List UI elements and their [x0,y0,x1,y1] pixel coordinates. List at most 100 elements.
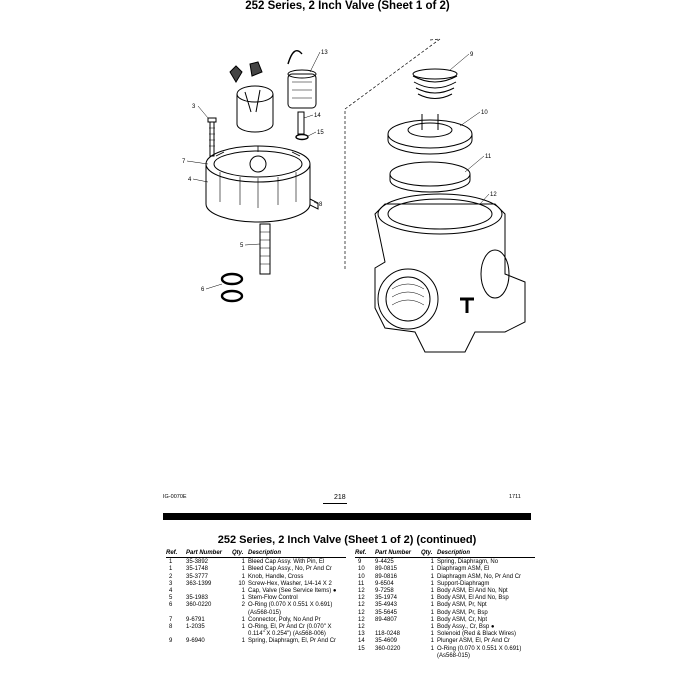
header-qty: Qty. [232,550,244,556]
row-description: Body ASM, El And No, Npt [437,588,508,595]
row-ref: 4 [169,588,173,595]
row-description: Cap, Valve (See Service Items) ● [248,588,337,595]
parts-list-title: 252 Series, 2 Inch Valve (Sheet 1 of 2) … [217,534,477,546]
row-description: Body ASM, Pr, Npt [437,602,487,609]
document-date: 1711 [509,494,521,500]
row-qty: 1 [241,566,245,573]
row-description: Diaphragm ASM, No, Pr And Cr [437,573,522,580]
row-qty: 1 [430,624,434,631]
row-ref: 7 [169,616,173,623]
row-ref: 2 [169,573,173,580]
row-description: Knob, Handle, Cross [248,573,304,580]
row-qty: 1 [430,616,434,623]
header-qty: Qty. [421,550,433,556]
callout-6: 6 [201,287,205,293]
row-qty: 1 [430,645,434,652]
callout-8: 8 [319,202,323,208]
row-part-number: 35-4609 [375,638,398,645]
row-ref: 9 [358,559,362,566]
row-part-number: 9-6940 [186,638,205,645]
row-part-number: 363-1399 [186,580,212,587]
row-part-number: 35-3777 [186,573,209,580]
row-ref: 12 [358,609,365,616]
row-qty: 1 [241,616,245,623]
row-description: Bleed Cap Assy. With Pin, El [248,559,325,566]
row-qty: 1 [430,588,434,595]
row-qty: 1 [241,588,245,595]
row-part-number: 35-3892 [186,559,209,566]
row-ref: 12 [358,588,365,595]
row-part-number: 89-0816 [375,573,398,580]
row-description: Body ASM, Cr, Npt [437,616,488,623]
callout-10: 10 [481,110,488,116]
page-number: 218 [334,494,346,501]
row-part-number: 9-6504 [375,580,394,587]
row-part-number: 360-0220 [186,602,212,609]
row-ref: 12 [358,595,365,602]
row-ref: 3 [169,580,173,587]
row-ref: 1 [169,566,173,573]
row-part-number: 35-4943 [375,602,398,609]
section-divider-bar [163,513,531,520]
row-part-number: 9-4425 [375,559,394,566]
row-part-number: 35-1748 [186,566,209,573]
row-qty: 1 [241,595,245,602]
callout-14: 14 [314,113,321,119]
row-description: Screw-Hex, Washer, 1/4-14 X 2 [248,580,332,587]
callout-3: 3 [192,104,196,110]
row-ref: 9 [169,638,173,645]
row-part-number: 360-0220 [375,645,401,652]
document-code: IG-0070E [163,494,187,500]
row-qty: 1 [430,609,434,616]
row-description: Body ASM, Pr, Bsp [437,609,488,616]
row-part-number [186,588,232,595]
row-qty: 1 [241,638,245,645]
row-part-number: 89-4807 [375,616,398,623]
row-part-number: 35-1983 [186,595,209,602]
row-ref: 11 [358,580,365,587]
row-description: O-Ring, El, Pr And Cr (0.070" X 0.114" X… [248,624,332,638]
callout-11: 11 [485,154,492,160]
page-title: 252 Series, 2 Inch Valve (Sheet 1 of 2) [245,0,450,12]
row-description: Connector, Poly, No And Pr [248,616,321,623]
row-description: Plunger ASM, El, Pr And Cr [437,638,511,645]
page-number-underline [323,503,347,504]
row-part-number: 118-0248 [375,631,400,638]
callout-15: 15 [317,130,324,136]
row-qty: 10 [238,580,245,587]
row-ref: 1 [169,559,173,566]
row-description: Spring, Diaphragm, El, Pr And Cr [248,638,337,645]
header-part-number: Part Number [375,550,412,556]
header-ref: Ref. [355,550,367,556]
row-qty: 1 [430,580,434,587]
parts-table-header: Ref. Part Number Qty. Description [166,550,346,559]
callout-13: 13 [321,50,328,56]
row-ref: 12 [358,602,365,609]
row-description: Bleed Cap Assy., No, Pr And Cr [248,566,332,573]
row-description: Body Assy., Cr, Bsp ● [437,624,495,631]
row-ref: 6 [169,602,173,609]
callout-9: 9 [470,52,474,58]
row-part-number [375,624,421,631]
row-part-number: 9-6791 [186,616,205,623]
row-ref: 12 [358,624,365,631]
row-qty: 1 [430,595,434,602]
row-description: O-Ring (0.070 X 0.551 X 0.691) (As568-01… [248,602,333,616]
row-ref: 14 [358,638,365,645]
